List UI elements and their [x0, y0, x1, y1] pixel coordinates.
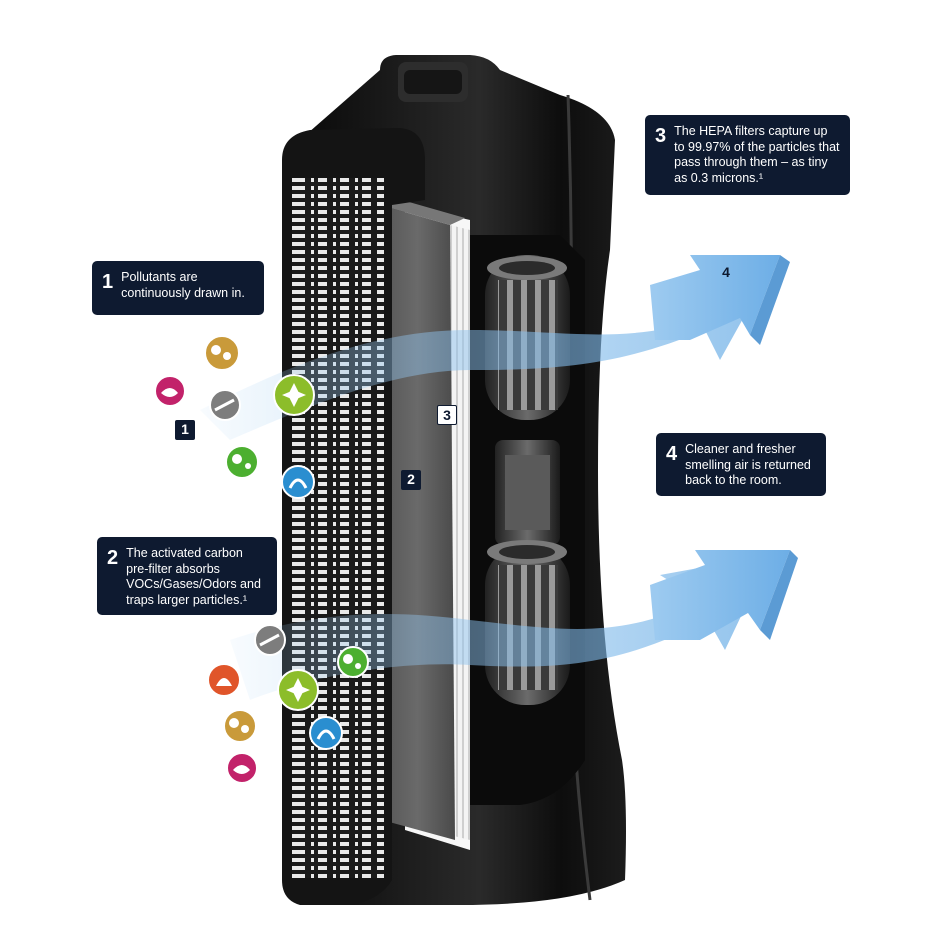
step-tag-4: 4 [722, 264, 730, 280]
dust-icon [223, 709, 257, 743]
callout-step-1: 1 Pollutants are continuously drawn in. [92, 261, 264, 315]
callout-1-text: Pollutants are continuously drawn in. [121, 270, 245, 300]
step-tag-1: 1 [175, 420, 195, 440]
pollen-icon [277, 669, 319, 711]
callout-step-2: 2 The activated carbon pre-filter absorb… [97, 537, 277, 615]
allergen-icon [281, 465, 315, 499]
dust-icon [204, 335, 240, 371]
smoke-icon [209, 389, 241, 421]
callout-3-number: 3 [655, 125, 667, 147]
odor-fish-icon [154, 375, 186, 407]
step-tag-2: 2 [401, 470, 421, 490]
pet-dander-icon [207, 663, 241, 697]
pollen-icon [273, 374, 315, 416]
clean-air-arrow-top [650, 255, 790, 345]
clean-air-arrow-bottom [650, 550, 798, 640]
callout-2-number: 2 [107, 547, 119, 569]
callout-3-text: The HEPA filters capture up to 99.97% of… [674, 124, 840, 185]
callout-2-text: The activated carbon pre-filter absorbs … [126, 546, 261, 607]
smoke-icon [254, 624, 286, 656]
step-tag-3: 3 [437, 405, 457, 425]
callout-step-4: 4 Cleaner and fresher smelling air is re… [656, 433, 826, 496]
bacteria-icon [337, 646, 369, 678]
callout-step-3: 3 The HEPA filters capture up to 99.97% … [645, 115, 850, 195]
odor-fish-icon [226, 752, 258, 784]
pollutant-icons [154, 335, 369, 784]
bacteria-icon [225, 445, 259, 479]
allergen-icon [309, 716, 343, 750]
callout-1-number: 1 [102, 271, 114, 293]
callout-4-number: 4 [666, 443, 678, 465]
fan-cavity [462, 235, 585, 805]
front-grille [282, 128, 425, 905]
callout-4-text: Cleaner and fresher smelling air is retu… [685, 442, 811, 487]
